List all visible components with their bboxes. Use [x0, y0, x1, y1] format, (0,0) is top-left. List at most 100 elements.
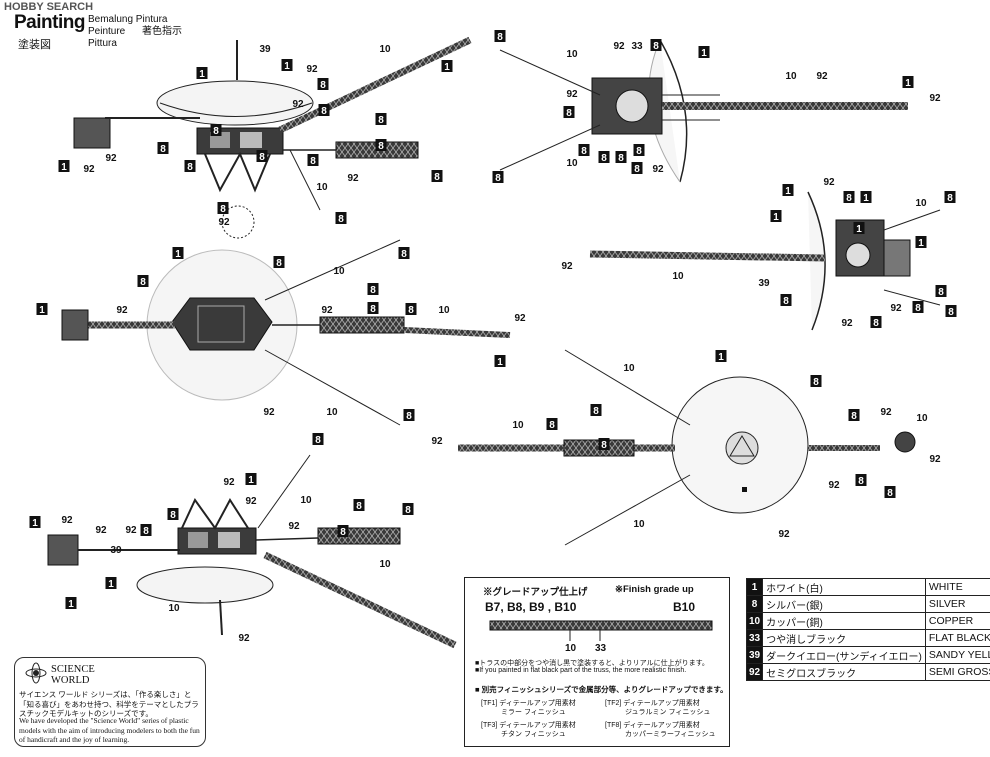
callout-v1: 8: [256, 150, 268, 163]
finish-tf2: [TF2] ディテールアップ用素材 ジュラルミン フィニッシュ: [605, 700, 711, 716]
callout-v6: 39: [110, 545, 122, 556]
callout-number: 10: [512, 420, 524, 431]
science-world-name-1: SCIENCE: [51, 664, 95, 675]
callout-number: 92: [288, 521, 300, 532]
callout-box: [494, 30, 506, 42]
callout-number: 92: [823, 177, 835, 188]
callout-v6: 8: [353, 499, 365, 512]
callout-box: [853, 222, 865, 234]
callout-v4: 8: [945, 305, 957, 318]
callout-number: 10: [566, 158, 578, 169]
callout-v1: 1: [281, 59, 293, 72]
callout-v6: 8: [312, 433, 324, 446]
callout-number: 8: [581, 146, 587, 157]
callout-box: [698, 46, 710, 58]
callout-number: 8: [370, 285, 376, 296]
callout-box: [36, 303, 48, 315]
callout-v1: 92: [218, 217, 230, 228]
callout-box: [210, 124, 222, 136]
callout-number: 1: [718, 352, 724, 363]
view-side-upper: [499, 39, 908, 183]
callout-v3: 1: [36, 303, 48, 316]
callout-number: 10: [438, 305, 450, 316]
callout-number: 92: [652, 164, 664, 175]
rtg-boom: [317, 527, 401, 545]
callout-v3: 92: [514, 313, 526, 324]
callout-v1: 1: [196, 67, 208, 80]
view-front: [458, 349, 916, 546]
callout-number: 39: [259, 44, 271, 55]
callout-number: 92: [890, 303, 902, 314]
callout-number: 8: [408, 305, 414, 316]
callout-v1: 8: [431, 170, 443, 183]
callout-number: 1: [68, 599, 74, 610]
view-oblique-lower: [47, 454, 457, 649]
callout-number: 10: [623, 363, 635, 374]
callout-number: 10: [326, 407, 338, 418]
callout-box: [140, 524, 152, 536]
callout-box: [715, 350, 727, 362]
callout-box: [105, 577, 117, 589]
callout-number: 8: [370, 304, 376, 315]
callout-number: 8: [846, 193, 852, 204]
callout-v4: 92: [823, 177, 835, 188]
callout-number: 8: [140, 277, 146, 288]
callout-number: 8: [320, 80, 326, 91]
callout-number: 1: [175, 249, 181, 260]
callout-number: 92: [828, 480, 840, 491]
callout-v5: 10: [623, 363, 635, 374]
science-world-name-2: WORLD: [51, 675, 90, 686]
callout-number: 8: [851, 411, 857, 422]
callout-v5: 10: [916, 413, 928, 424]
callout-number: 92: [83, 164, 95, 175]
grade-up-title-en: ※Finish grade up: [615, 584, 694, 595]
callout-v1: 8: [210, 124, 222, 137]
callout-number: 8: [143, 526, 149, 537]
callout-v3: 92: [116, 305, 128, 316]
callout-box: [196, 67, 208, 79]
callout-number: 8: [813, 377, 819, 388]
callout-v1: 8: [184, 160, 196, 173]
callout-v4: 92: [890, 303, 902, 314]
callout-number: 92: [778, 529, 790, 540]
callout-v6: 8: [140, 524, 152, 537]
callout-box: [398, 247, 410, 259]
callout-box: [367, 283, 379, 295]
callout-number: 92: [841, 318, 853, 329]
callout-v3: 8: [137, 275, 149, 288]
title-fr: Peinture: [88, 26, 126, 37]
callout-number: 1: [199, 69, 205, 80]
callout-v6: 92: [125, 525, 137, 536]
callout-number: 1: [444, 62, 450, 73]
callout-number: 8: [947, 193, 953, 204]
science-world-box: SCIENCE WORLD サイエンス ワールド シリーズは、「作る楽しさ」と「…: [14, 657, 206, 747]
callout-v6: 1: [29, 516, 41, 529]
callout-v6: 92: [95, 525, 107, 536]
callout-number: 92: [929, 454, 941, 465]
rtg-boom: [319, 316, 405, 334]
callout-box: [137, 275, 149, 287]
callout-v3: 10: [438, 305, 450, 316]
callout-number: 8: [187, 162, 193, 173]
callout-v2: 1: [698, 46, 710, 59]
callout-box: [633, 144, 645, 156]
callout-v2: 92: [652, 164, 664, 175]
grade-up-note-en: ■If you painted in flat black part of th…: [475, 667, 687, 674]
callout-v5: 8: [855, 474, 867, 487]
callout-v3: 8: [405, 303, 417, 316]
callout-number: 1: [701, 48, 707, 59]
callout-box: [167, 508, 179, 520]
callout-number: 8: [566, 108, 572, 119]
callout-v6: 10: [300, 495, 312, 506]
callout-box: [431, 170, 443, 182]
callout-v4: 39: [758, 278, 770, 289]
callout-v1: 10: [316, 182, 328, 193]
callout-number: 1: [773, 212, 779, 223]
page-title: Painting: [14, 12, 85, 33]
callout-box: [590, 404, 602, 416]
callout-box: [782, 184, 794, 196]
science-world-jp: サイエンス ワールド シリーズは、「作る楽しさ」と「知る喜び」をあわせ持つ、科学…: [19, 690, 199, 718]
legend-jp: シルバー(銀): [762, 595, 926, 613]
callout-number: 8: [434, 172, 440, 183]
